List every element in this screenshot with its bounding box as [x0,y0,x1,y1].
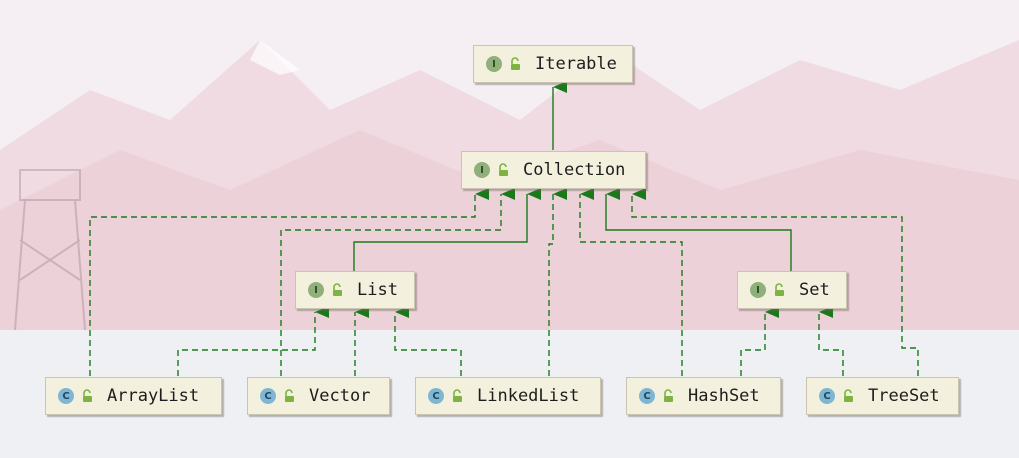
edge-treeset-collection [631,188,919,376]
node-collection[interactable]: I Collection [461,151,646,189]
node-label: Vector [309,386,371,406]
node-linkedlist[interactable]: C LinkedList [415,377,601,415]
node-label: TreeSet [868,386,940,406]
node-list[interactable]: I List [295,271,415,309]
lock-open-icon [775,283,784,296]
edge-list-collection [353,188,541,271]
edge-linkedlist-collection [548,188,567,376]
node-vector[interactable]: C Vector [247,377,390,415]
edge-set-collection [605,188,792,271]
interface-icon: I [308,282,324,298]
lock-open-icon [511,57,520,70]
interface-icon: I [750,282,766,298]
lock-open-icon [453,389,462,402]
class-icon: C [819,388,835,404]
node-label: Iterable [535,54,617,74]
lock-open-icon [844,389,853,402]
class-icon: C [58,388,74,404]
lock-open-icon [83,389,92,402]
class-icon: C [639,388,655,404]
node-hashset[interactable]: C HashSet [626,377,781,415]
class-icon: C [260,388,276,404]
edge-arraylist-list [177,306,329,376]
node-treeset[interactable]: C TreeSet [806,377,959,415]
interface-icon: I [486,56,502,72]
node-set[interactable]: I Set [737,271,847,309]
node-label: ArrayList [107,386,200,406]
lock-open-icon [499,163,508,176]
edge-hashset-set [740,306,779,376]
node-arraylist[interactable]: C ArrayList [45,377,222,415]
node-iterable[interactable]: I Iterable [473,45,633,83]
node-label: Collection [523,160,626,180]
node-label: HashSet [688,386,760,406]
lock-open-icon [664,389,673,402]
edge-hashset-collection [579,188,683,376]
lock-open-icon [333,283,342,296]
lock-open-icon [285,389,294,402]
node-label: Set [799,280,830,300]
edge-arraylist-collection [89,188,489,376]
interface-icon: I [474,162,490,178]
edge-vector-collection [280,188,515,376]
node-label: List [357,280,398,300]
edge-linkedlist-list [394,306,462,376]
class-icon: C [428,388,444,404]
node-label: LinkedList [477,386,580,406]
edge-treeset-set [818,306,844,376]
